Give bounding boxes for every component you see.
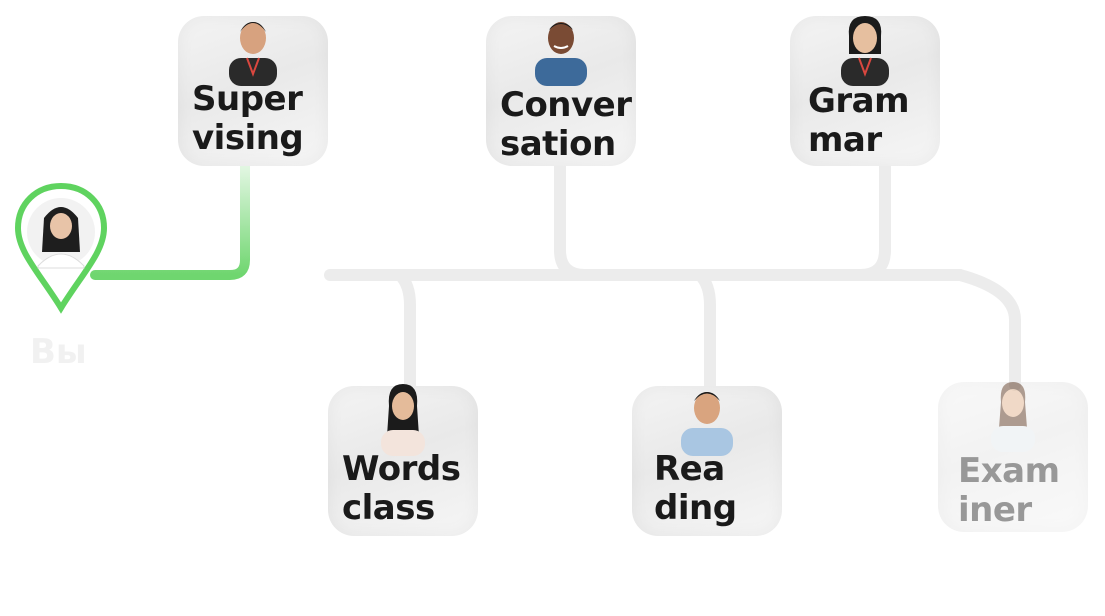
avatar-woman-icon — [991, 382, 1035, 452]
node-label-line2: sation — [500, 124, 616, 164]
node-supervising[interactable]: Super vising — [178, 16, 328, 166]
inactive-paths — [324, 154, 1021, 396]
node-label-line1: Words — [342, 449, 461, 489]
node-words-class[interactable]: Words class — [328, 384, 478, 536]
node-reading[interactable]: Rea ding — [632, 386, 782, 536]
node-label-line2: mar — [808, 120, 882, 160]
avatar-woman-icon — [381, 384, 425, 456]
node-label-line2: class — [342, 488, 435, 528]
avatar-man-icon — [681, 392, 733, 456]
node-label-line1: Super — [192, 79, 303, 119]
active-path-up — [90, 160, 250, 280]
node-conversation[interactable]: Conver sation — [486, 16, 636, 166]
node-grammar[interactable]: Gram mar — [790, 16, 940, 166]
avatar-woman-icon — [841, 16, 889, 86]
node-label-line1: Gram — [808, 81, 910, 121]
node-label-line1: Conver — [500, 85, 632, 125]
node-label-line2: vising — [192, 118, 304, 158]
you-label: Вы — [30, 332, 87, 372]
you-avatar-pin[interactable] — [14, 182, 108, 314]
node-label-line1: Exam — [958, 451, 1060, 491]
avatar-man-icon — [535, 22, 587, 86]
avatar-man-icon — [229, 22, 277, 86]
node-label-line2: iner — [958, 490, 1032, 530]
node-examiner[interactable]: Exam iner — [938, 382, 1088, 532]
node-label-line1: Rea — [654, 449, 725, 489]
node-label-line2: ding — [654, 488, 737, 528]
